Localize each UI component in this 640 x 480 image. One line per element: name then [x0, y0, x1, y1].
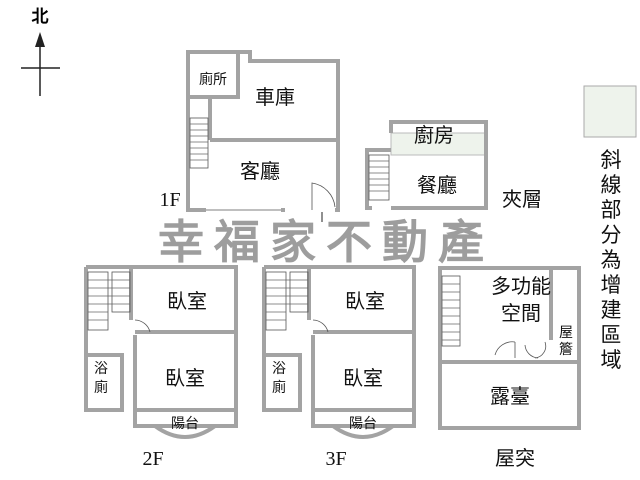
room-eave-2: 簷	[559, 342, 573, 358]
floor-1f: 廁所 車庫 客廳	[186, 50, 340, 222]
room-bedroom-1: 臥室	[345, 289, 385, 313]
floor-2f: 臥室 臥室 浴 廁 陽台	[84, 265, 238, 439]
room-bath-2: 廁	[272, 379, 286, 396]
floor-mezzanine: 廚房 餐廳	[365, 120, 488, 210]
floor-label-mezzanine: 夾層	[502, 187, 542, 211]
north-label: 北	[32, 7, 49, 27]
north-arrow-icon	[35, 32, 45, 47]
floor-label-1f: 1F	[159, 189, 180, 211]
north-compass: 北	[21, 7, 60, 96]
room-bedroom-2: 臥室	[165, 366, 205, 390]
floor-label-roof: 屋突	[495, 446, 535, 470]
floor-label-3f: 3F	[325, 448, 346, 470]
stairs	[441, 275, 461, 347]
room-kitchen: 廚房	[414, 123, 454, 147]
room-bath-1: 浴	[272, 361, 286, 377]
legend-text: 斜線部分為增建區域	[600, 148, 622, 372]
entrance-door	[311, 182, 336, 210]
room-garage: 車庫	[255, 85, 295, 109]
room-terrace: 露臺	[490, 384, 530, 408]
stairs	[189, 117, 209, 169]
legend-swatch	[583, 85, 637, 138]
floor-roof: 多功能 空間 屋 簷 露臺	[438, 266, 581, 430]
room-multipurpose-1: 多功能	[491, 274, 551, 298]
room-multipurpose-2: 空間	[501, 301, 541, 325]
room-dining: 餐廳	[417, 173, 457, 197]
room-eave-1: 屋	[559, 325, 573, 341]
room-bedroom-1: 臥室	[167, 289, 207, 313]
room-bath-2: 廁	[94, 379, 108, 396]
room-living: 客廳	[240, 159, 280, 183]
room-bath-1: 浴	[94, 361, 108, 377]
room-toilet: 廁所	[199, 71, 227, 88]
watermark: 幸福家不動產	[158, 215, 494, 269]
floor-label-2f: 2F	[142, 448, 163, 470]
room-balcony: 陽台	[349, 416, 377, 432]
room-balcony: 陽台	[171, 416, 199, 432]
stairs	[368, 154, 390, 201]
floor-3f: 臥室 臥室 浴 廁 陽台	[262, 265, 416, 439]
room-bedroom-2: 臥室	[343, 366, 383, 390]
